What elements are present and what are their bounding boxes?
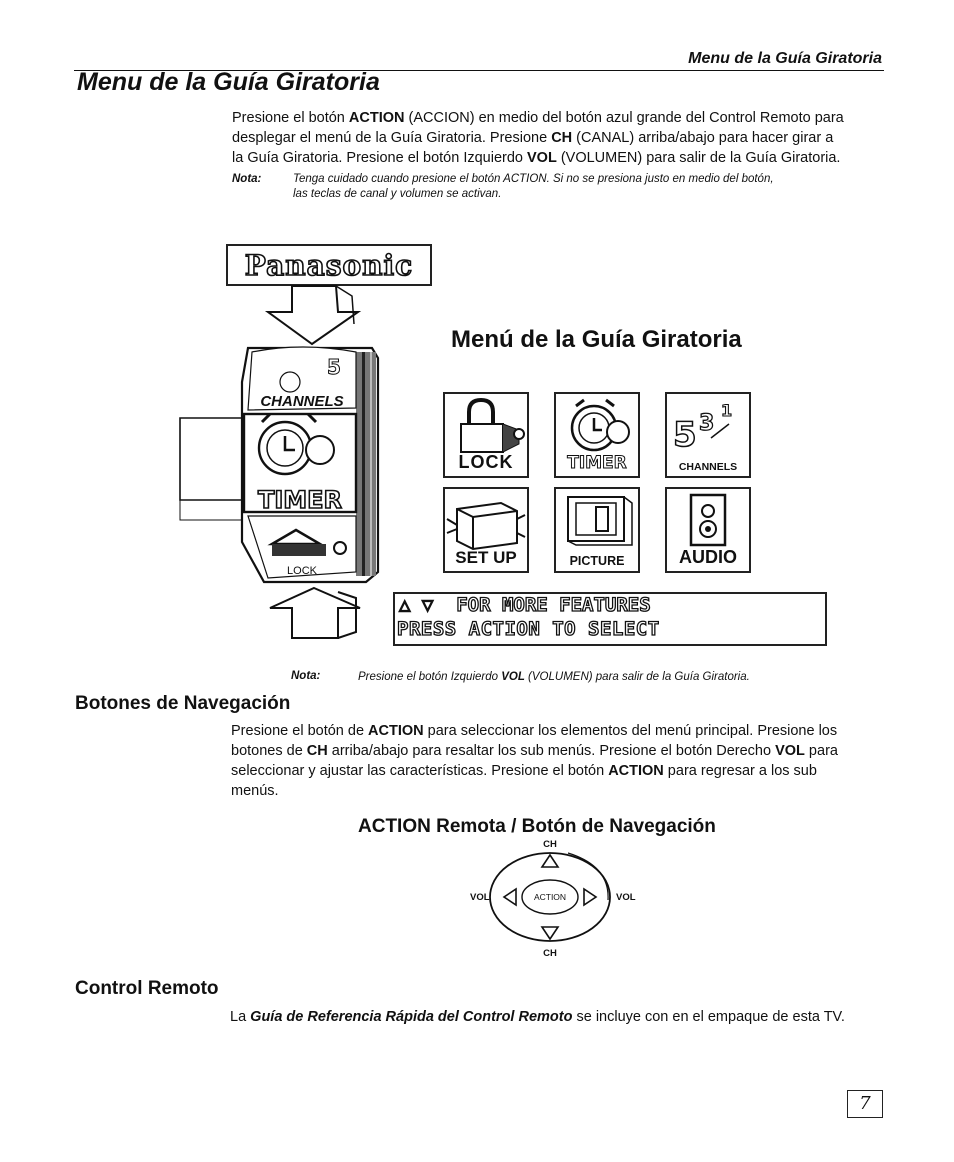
navigation-paragraph: Presione el botón de ACTION para selecci… (231, 721, 883, 801)
remote-vol-right: VOL (616, 892, 636, 903)
wheel-label-timer: TIMER (258, 486, 342, 514)
up-arrow-icon (540, 853, 560, 868)
tile-audio-label: AUDIO (679, 547, 737, 567)
nav-line-4: menús. (231, 783, 279, 799)
speaker-icon (689, 493, 727, 547)
remote-action-center: ACTION (534, 892, 566, 902)
svg-text:1: 1 (721, 401, 732, 420)
intro-paragraph: Presione el botón ACTION (ACCION) en med… (232, 108, 884, 168)
intro-line-1: Presione el botón ACTION (ACCION) en med… (232, 110, 844, 126)
svg-text:5: 5 (327, 355, 341, 379)
alarm-clock-icon (570, 398, 630, 452)
svg-text:5: 5 (673, 415, 697, 455)
tile-picture: PICTURE (554, 487, 640, 573)
remote-action-diagram: CH ACTION VOL VOL CH (470, 839, 636, 959)
remote-ch-bottom: CH (543, 948, 557, 959)
right-arrow-icon (583, 887, 598, 907)
wheel-label-channels: CHANNELS (260, 393, 343, 410)
intro-line-3: la Guía Giratoria. Presione el botón Izq… (232, 150, 841, 166)
tile-setup: SET UP (443, 487, 529, 573)
rotating-guide-illustration: CHANNELS 5 TIMER LOCK (179, 285, 380, 639)
menu-title: Menú de la Guía Giratoria (451, 326, 742, 353)
note-label: Nota: (232, 173, 262, 185)
note-text: Tenga cuidado cuando presione el botón A… (293, 173, 774, 200)
running-header: Menu de la Guía Giratoria (688, 50, 882, 67)
tile-picture-label: PICTURE (569, 554, 625, 568)
tile-timer-label: TIMER (567, 453, 628, 474)
page-title: Menu de la Guía Giratoria (77, 68, 380, 96)
note2-label: Nota: (291, 670, 321, 682)
remote-reference-text: La Guía de Referencia Rápida del Control… (230, 1009, 845, 1025)
section-title-navigation: Botones de Navegación (75, 693, 291, 714)
intro-line-2: desplegar el menú de la Guía Giratoria. … (232, 130, 834, 146)
tv-screen-icon (567, 496, 633, 546)
banner-line-1: △ ▽ FOR MORE FEATURES (398, 593, 651, 616)
tile-channels: 5 3 1 CHANNELS (665, 392, 751, 478)
nav-line-1: Presione el botón de ACTION para selecci… (231, 723, 838, 739)
note2-text: Presione el botón Izquierdo VOL (VOLUMEN… (358, 671, 750, 683)
tile-timer: TIMER (554, 392, 640, 478)
tile-lock: LOCK (443, 392, 529, 478)
setup-box-icon (446, 501, 526, 551)
remote-ch-top: CH (543, 839, 557, 850)
brand-logo: Panasonic (226, 244, 432, 286)
section-title-remote: Control Remoto (75, 978, 219, 999)
nav-line-2: botones de CH arriba/abajo para resaltar… (231, 743, 838, 759)
tile-setup-label: SET UP (455, 548, 517, 567)
nav-line-3: seleccionar y ajustar las característica… (231, 763, 817, 779)
down-arrow-icon (540, 926, 560, 941)
header-rule (74, 70, 884, 71)
svg-text:3: 3 (699, 411, 714, 436)
instruction-banner: △ ▽ FOR MORE FEATURES PRESS ACTION TO SE… (393, 592, 827, 646)
remote-vol-left: VOL (470, 892, 490, 903)
page-number: 7 (847, 1090, 883, 1118)
banner-line-2: PRESS ACTION TO SELECT (396, 617, 660, 640)
wheel-label-lock: LOCK (287, 565, 318, 577)
channel-numbers-icon: 5 3 1 (672, 400, 732, 455)
tile-audio: AUDIO (665, 487, 751, 573)
remote-subtitle: ACTION Remota / Botón de Navegación (358, 816, 716, 837)
tile-lock-label: LOCK (458, 452, 514, 472)
padlock-icon (460, 397, 525, 453)
tile-channels-label: CHANNELS (678, 461, 738, 473)
left-arrow-icon (502, 887, 517, 907)
